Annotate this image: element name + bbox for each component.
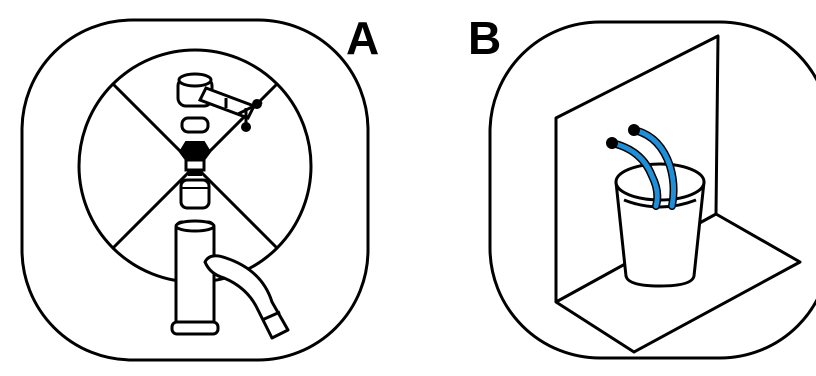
panel-b-letter: B [468, 12, 501, 64]
panel-a-letter: A [346, 12, 379, 64]
faucet-cartridge-icon [180, 142, 210, 176]
panel-a: A [22, 12, 379, 360]
faucet-ring-icon [182, 118, 208, 132]
faucet-nut-icon [181, 180, 209, 208]
panel-b: B [468, 12, 816, 358]
cup-icon [616, 164, 704, 286]
faucet-body-icon [172, 221, 218, 334]
